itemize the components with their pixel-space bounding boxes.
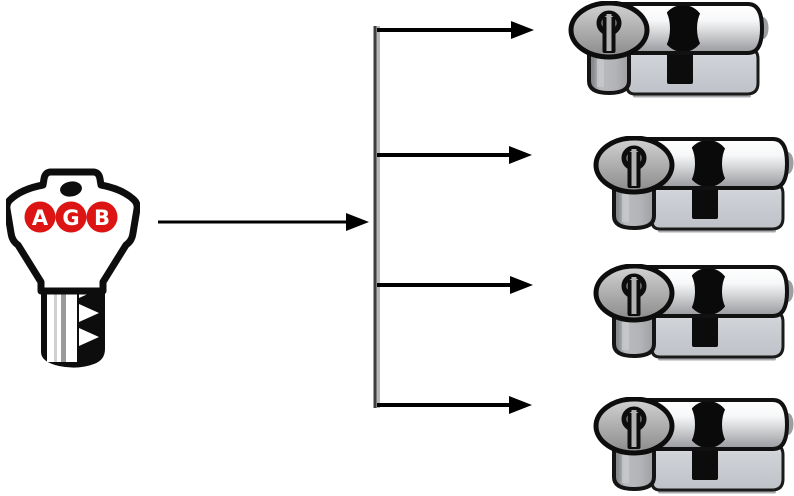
branch-arrow-3 <box>377 276 533 294</box>
branch-arrowhead-icon <box>509 146 532 164</box>
key-hole <box>60 181 82 197</box>
branch-arrowhead-icon <box>510 276 533 294</box>
branch-connector-line <box>373 26 380 408</box>
branch-arrow-1 <box>377 21 534 39</box>
badge-letter-a: A <box>32 206 49 230</box>
master-key-icon: A G B <box>6 168 140 368</box>
branch-arrow-2 <box>377 146 532 164</box>
branch-arrowhead-icon <box>509 396 532 414</box>
euro-cylinder-icon-4 <box>592 397 794 494</box>
key-tooth-notch <box>79 328 99 346</box>
branch-arrow-4 <box>377 396 532 414</box>
branch-arrowhead-icon <box>511 21 534 39</box>
euro-cylinder-icon-1 <box>567 1 769 98</box>
euro-cylinder-icon-2 <box>592 136 794 233</box>
badge-letter-b: B <box>94 206 110 230</box>
euro-cylinder-icon-3 <box>592 264 794 361</box>
main-arrowhead-icon <box>346 213 369 231</box>
brand-badge: A G B <box>24 201 118 233</box>
key-tooth-notch <box>79 304 99 322</box>
main-arrow <box>158 213 369 231</box>
badge-letter-g: G <box>62 206 79 230</box>
